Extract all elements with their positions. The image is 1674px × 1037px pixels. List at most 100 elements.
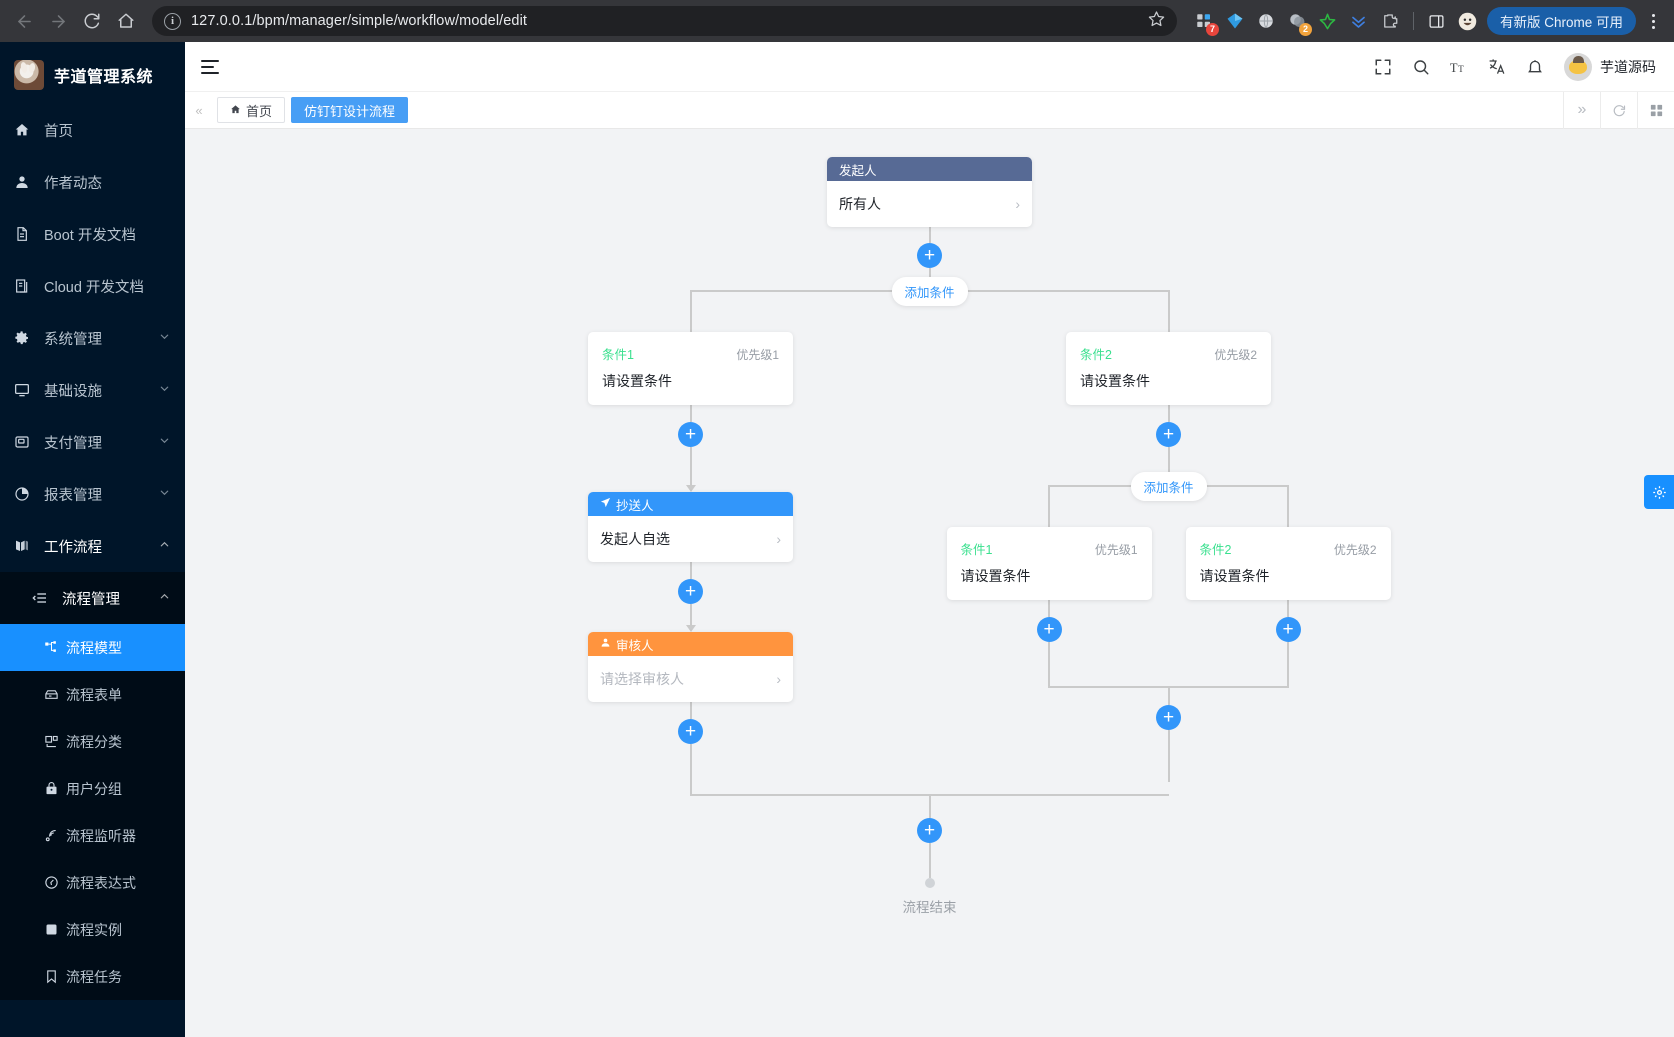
fullscreen-icon[interactable] [1364, 47, 1402, 87]
sidebar-item-label: 系统管理 [44, 331, 102, 348]
add-node-button[interactable]: + [917, 818, 942, 843]
node-initiator[interactable]: 发起人 所有人 › [827, 157, 1032, 227]
sidebar-item-infrastructure[interactable]: 基础设施 [0, 364, 185, 416]
connector-line [689, 447, 692, 485]
translate-icon[interactable] [1478, 47, 1516, 87]
add-node-button[interactable]: + [678, 422, 703, 447]
extension-diamond-icon[interactable] [1222, 8, 1248, 34]
tabs-scroll-left-button[interactable]: « [195, 102, 203, 118]
brand[interactable]: 芋道管理系统 [0, 50, 185, 100]
add-node-button[interactable]: + [678, 579, 703, 604]
chrome-update-button[interactable]: 有新版 Chrome 可用 [1486, 7, 1636, 35]
sidebar: 芋道管理系统 首页 作者动态 Boot 开发文档 Cloud 开发文档 系 [0, 42, 185, 1037]
condition-card-3[interactable]: 条件1 优先级1 请设置条件 [946, 527, 1152, 600]
add-node-button[interactable]: + [1036, 617, 1062, 642]
sidebar-item-process-form[interactable]: 流程表单 [0, 671, 185, 718]
add-condition-button[interactable]: 添加条件 [1130, 472, 1207, 501]
tab-home[interactable]: 首页 [217, 97, 286, 123]
sidebar-item-process-listener[interactable]: 流程监听器 [0, 812, 185, 859]
grid-icon[interactable] [1637, 91, 1674, 129]
add-condition-button[interactable]: 添加条件 [891, 277, 968, 306]
back-arrow-icon[interactable] [8, 5, 40, 37]
add-node-button[interactable]: + [678, 719, 703, 744]
home-icon[interactable] [110, 5, 142, 37]
connector-line [1048, 485, 1050, 527]
collapse-menu-icon[interactable] [201, 59, 219, 74]
sidebar-item-process-instance[interactable]: 流程实例 [0, 906, 185, 953]
sidebar-item-author-news[interactable]: 作者动态 [0, 156, 185, 208]
node-body[interactable]: 发起人自选 › [588, 516, 793, 562]
tab-label: 首页 [246, 103, 273, 119]
condition-card-2[interactable]: 条件2 优先级2 请设置条件 [1066, 332, 1271, 405]
extension-globe-icon[interactable] [1253, 8, 1279, 34]
node-approver[interactable]: 审核人 请选择审核人 › [588, 632, 793, 702]
sidebar-item-cloud-docs[interactable]: Cloud 开发文档 [0, 260, 185, 312]
side-panel-icon[interactable] [1424, 8, 1450, 34]
sidebar-item-workflow[interactable]: 工作流程 [0, 520, 185, 572]
tabs-scroll-right-button[interactable]: » [1563, 91, 1600, 129]
bookmark-star-icon[interactable] [1148, 10, 1169, 32]
sidebar-item-boot-docs[interactable]: Boot 开发文档 [0, 208, 185, 260]
extension-puzzle-icon[interactable] [1377, 8, 1403, 34]
site-info-icon[interactable]: i [164, 12, 181, 30]
branch-group-nested: 添加条件 条件1 优先级1 [930, 472, 1408, 688]
extension-chevrons-down-icon[interactable] [1346, 8, 1372, 34]
connector-line [1287, 642, 1289, 688]
node-body[interactable]: 所有人 › [827, 181, 1032, 227]
sidebar-item-system[interactable]: 系统管理 [0, 312, 185, 364]
task-icon [36, 969, 66, 984]
nested-column-left: 条件1 优先级1 请设置条件 + [930, 485, 1169, 688]
address-bar[interactable]: i 127.0.0.1/bpm/manager/simple/workflow/… [152, 6, 1177, 36]
refresh-icon[interactable] [1600, 91, 1637, 129]
condition-priority: 优先级1 [1094, 543, 1138, 557]
sidebar-item-process-expression[interactable]: 流程表达式 [0, 859, 185, 906]
sidebar-item-process-task[interactable]: 流程任务 [0, 953, 185, 1000]
condition-value: 请设置条件 [960, 568, 1031, 584]
kebab-menu-icon[interactable] [1640, 13, 1666, 29]
category-icon [36, 734, 66, 749]
flow-diagram: 发起人 所有人 › + 添加条件 [185, 157, 1674, 916]
sidebar-item-home[interactable]: 首页 [0, 104, 185, 156]
add-node-button[interactable]: + [1156, 422, 1181, 447]
add-node-button[interactable]: + [1275, 617, 1301, 642]
condition-value: 请设置条件 [1080, 373, 1150, 389]
sidebar-item-process-category[interactable]: 流程分类 [0, 718, 185, 765]
extension-grid-icon[interactable]: 7 [1191, 8, 1219, 36]
search-icon[interactable] [1402, 47, 1440, 87]
pie-chart-icon [0, 486, 44, 502]
extension-star-icon[interactable] [1315, 8, 1341, 34]
node-body[interactable]: 请选择审核人 › [588, 656, 793, 702]
workflow-canvas[interactable]: 发起人 所有人 › + 添加条件 [185, 129, 1674, 1037]
gear-icon[interactable] [1644, 475, 1674, 509]
model-icon [36, 640, 66, 655]
condition-card-4[interactable]: 条件2 优先级2 请设置条件 [1185, 527, 1391, 600]
home-icon [230, 103, 241, 118]
node-cc[interactable]: 抄送人 发起人自选 › [588, 492, 793, 562]
profile-avatar-icon[interactable] [1455, 8, 1481, 34]
arrow-head [685, 625, 696, 632]
sidebar-item-report[interactable]: 报表管理 [0, 468, 185, 520]
sidebar-item-process-manage[interactable]: 流程管理 [0, 572, 185, 624]
sidebar-item-payment[interactable]: 支付管理 [0, 416, 185, 468]
condition-priority: 优先级1 [736, 348, 779, 362]
condition-name: 条件2 [1080, 348, 1112, 362]
forward-arrow-icon[interactable] [42, 5, 74, 37]
add-node-button[interactable]: + [917, 243, 942, 268]
reload-icon[interactable] [76, 5, 108, 37]
arrow-head [685, 485, 696, 492]
condition-card-1[interactable]: 条件1 优先级1 请设置条件 [588, 332, 793, 405]
add-node-button[interactable]: + [1156, 705, 1181, 730]
avatar [1564, 52, 1592, 81]
node-value: 所有人 [839, 196, 881, 212]
bell-icon[interactable] [1516, 47, 1554, 87]
branch-bar-bottom [1048, 686, 1289, 688]
brand-title: 芋道管理系统 [54, 69, 154, 86]
tab-workflow-design[interactable]: 仿钉钉设计流程 [291, 97, 409, 123]
extension-circles-icon[interactable]: 2 [1284, 8, 1312, 36]
sidebar-item-user-group[interactable]: 用户分组 [0, 765, 185, 812]
user-menu[interactable]: 芋道源码 [1554, 52, 1660, 81]
sidebar-item-process-model[interactable]: 流程模型 [0, 624, 185, 671]
extension-badge: 7 [1205, 23, 1219, 36]
